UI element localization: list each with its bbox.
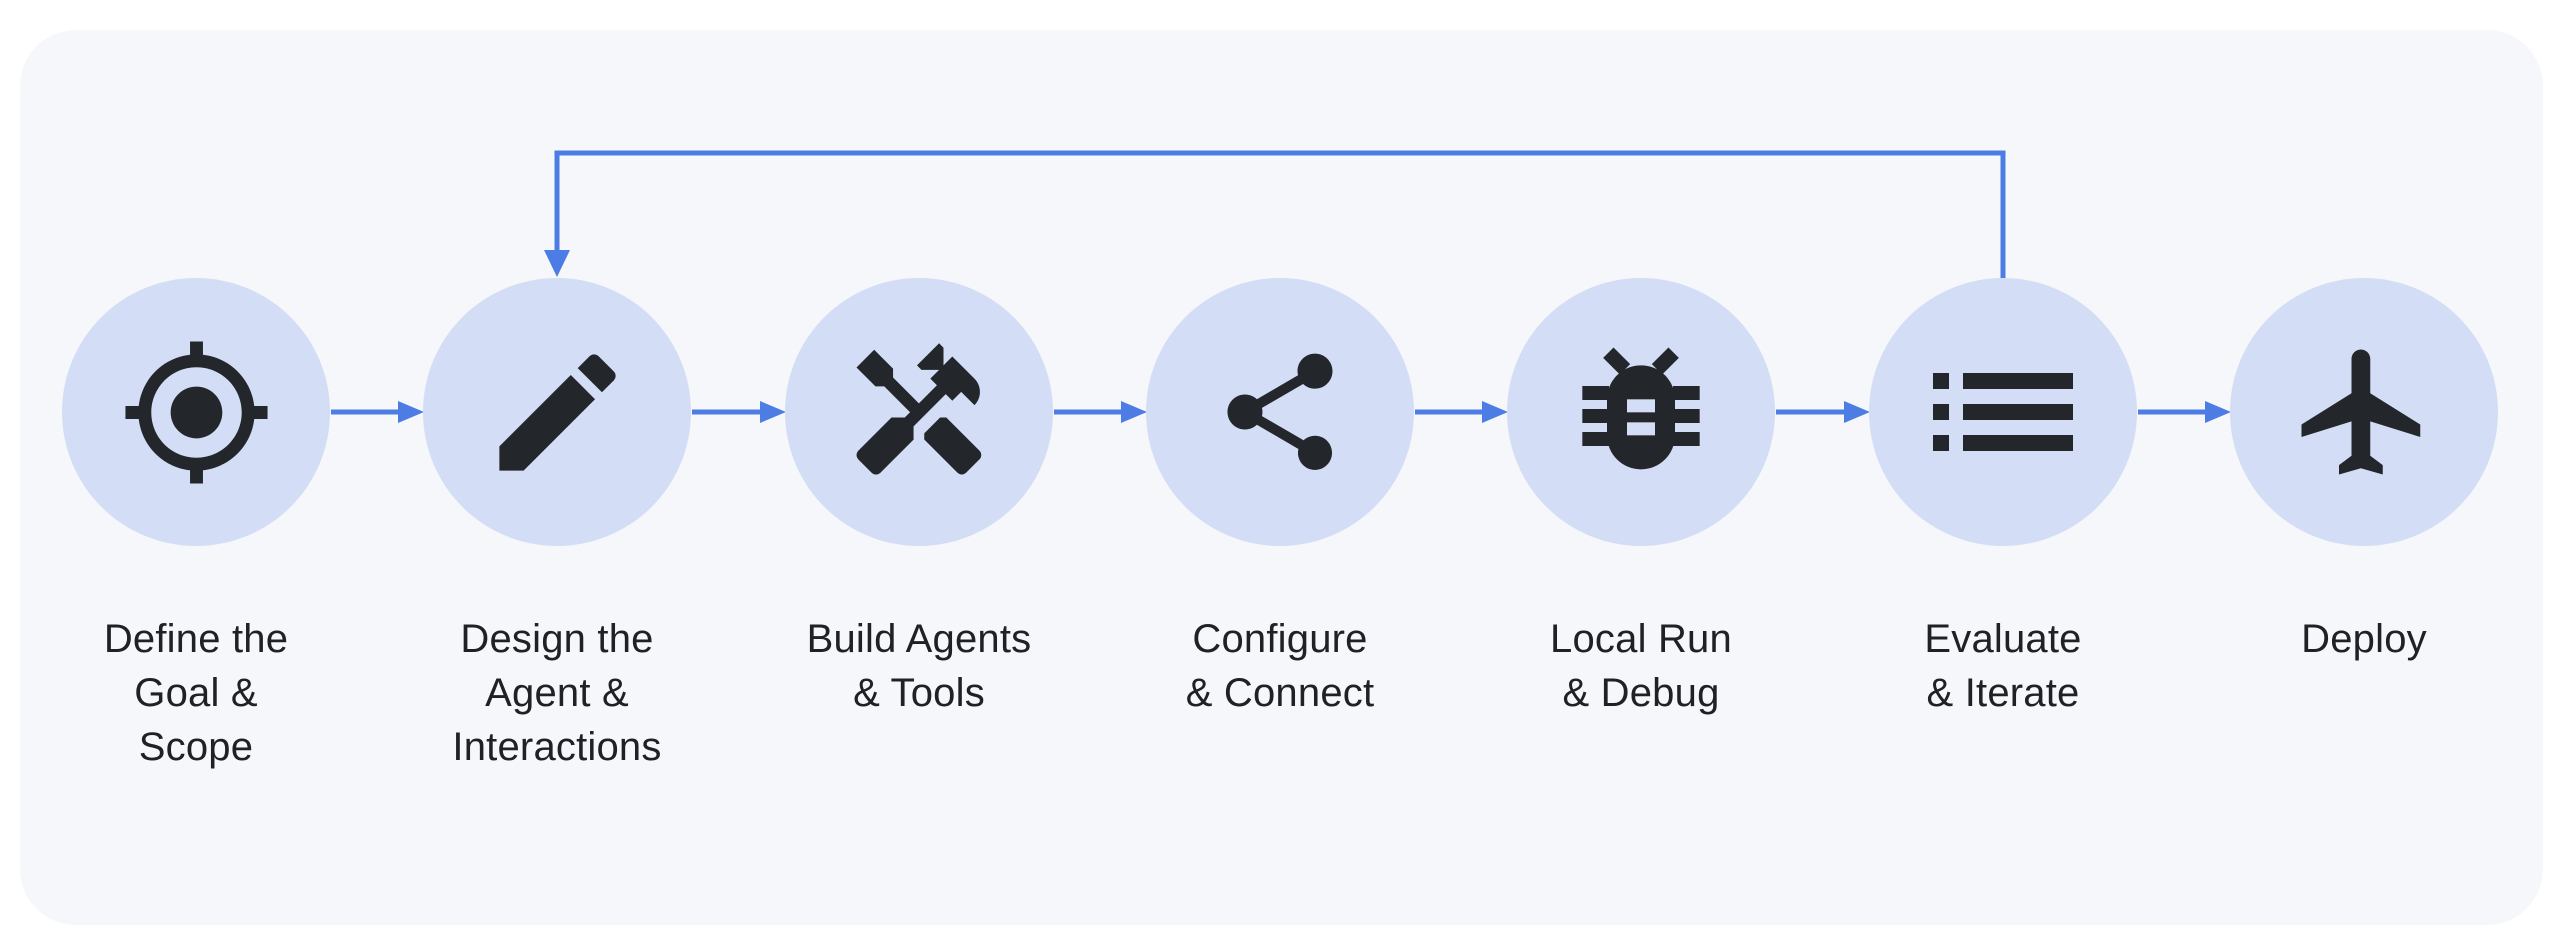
label-line: Scope	[138, 725, 254, 769]
label-line: & Debug	[1562, 671, 1720, 715]
step-node-build-agents	[785, 278, 1053, 546]
label-line: & Connect	[1185, 671, 1375, 715]
airplane-deploy-icon	[2301, 349, 2421, 475]
pencil-edit-icon	[498, 353, 616, 471]
step-node-local-run-debug	[1507, 278, 1775, 546]
step-node-design-agent	[423, 278, 691, 546]
step-node-deploy	[2230, 278, 2498, 546]
step-node-configure-connect	[1146, 278, 1414, 546]
step-label-build-agents: Build Agents & Tools	[738, 612, 1100, 720]
step-label-evaluate-iterate: Evaluate & Iterate	[1822, 612, 2184, 720]
step-node-evaluate-iterate	[1869, 278, 2137, 546]
step-label-deploy: Deploy	[2183, 612, 2545, 666]
target-location-icon	[124, 340, 268, 484]
step-label-configure-connect: Configure & Connect	[1099, 612, 1461, 720]
step-label-define-goal: Define the Goal & Scope	[15, 612, 377, 774]
label-line: Agent &	[485, 671, 629, 715]
label-line: Define the	[103, 617, 289, 661]
handyman-tools-icon	[856, 343, 982, 475]
label-line: Build Agents	[806, 617, 1032, 661]
label-line: Configure	[1192, 617, 1368, 661]
label-line: Interactions	[452, 725, 662, 769]
label-line: & Iterate	[1926, 671, 2080, 715]
share-connect-icon	[1227, 353, 1333, 470]
label-line: & Tools	[853, 671, 985, 715]
label-line: Local Run	[1550, 617, 1732, 661]
step-label-design-agent: Design the Agent & Interactions	[376, 612, 738, 774]
step-label-local-run-debug: Local Run & Debug	[1460, 612, 1822, 720]
label-line: Goal &	[134, 671, 258, 715]
label-line: Design the	[460, 617, 654, 661]
list-evaluate-icon	[1933, 373, 2073, 451]
step-node-define-goal	[62, 278, 330, 546]
label-line: Deploy	[2301, 617, 2427, 661]
bug-debug-icon	[1582, 347, 1700, 470]
label-line: Evaluate	[1924, 617, 2082, 661]
